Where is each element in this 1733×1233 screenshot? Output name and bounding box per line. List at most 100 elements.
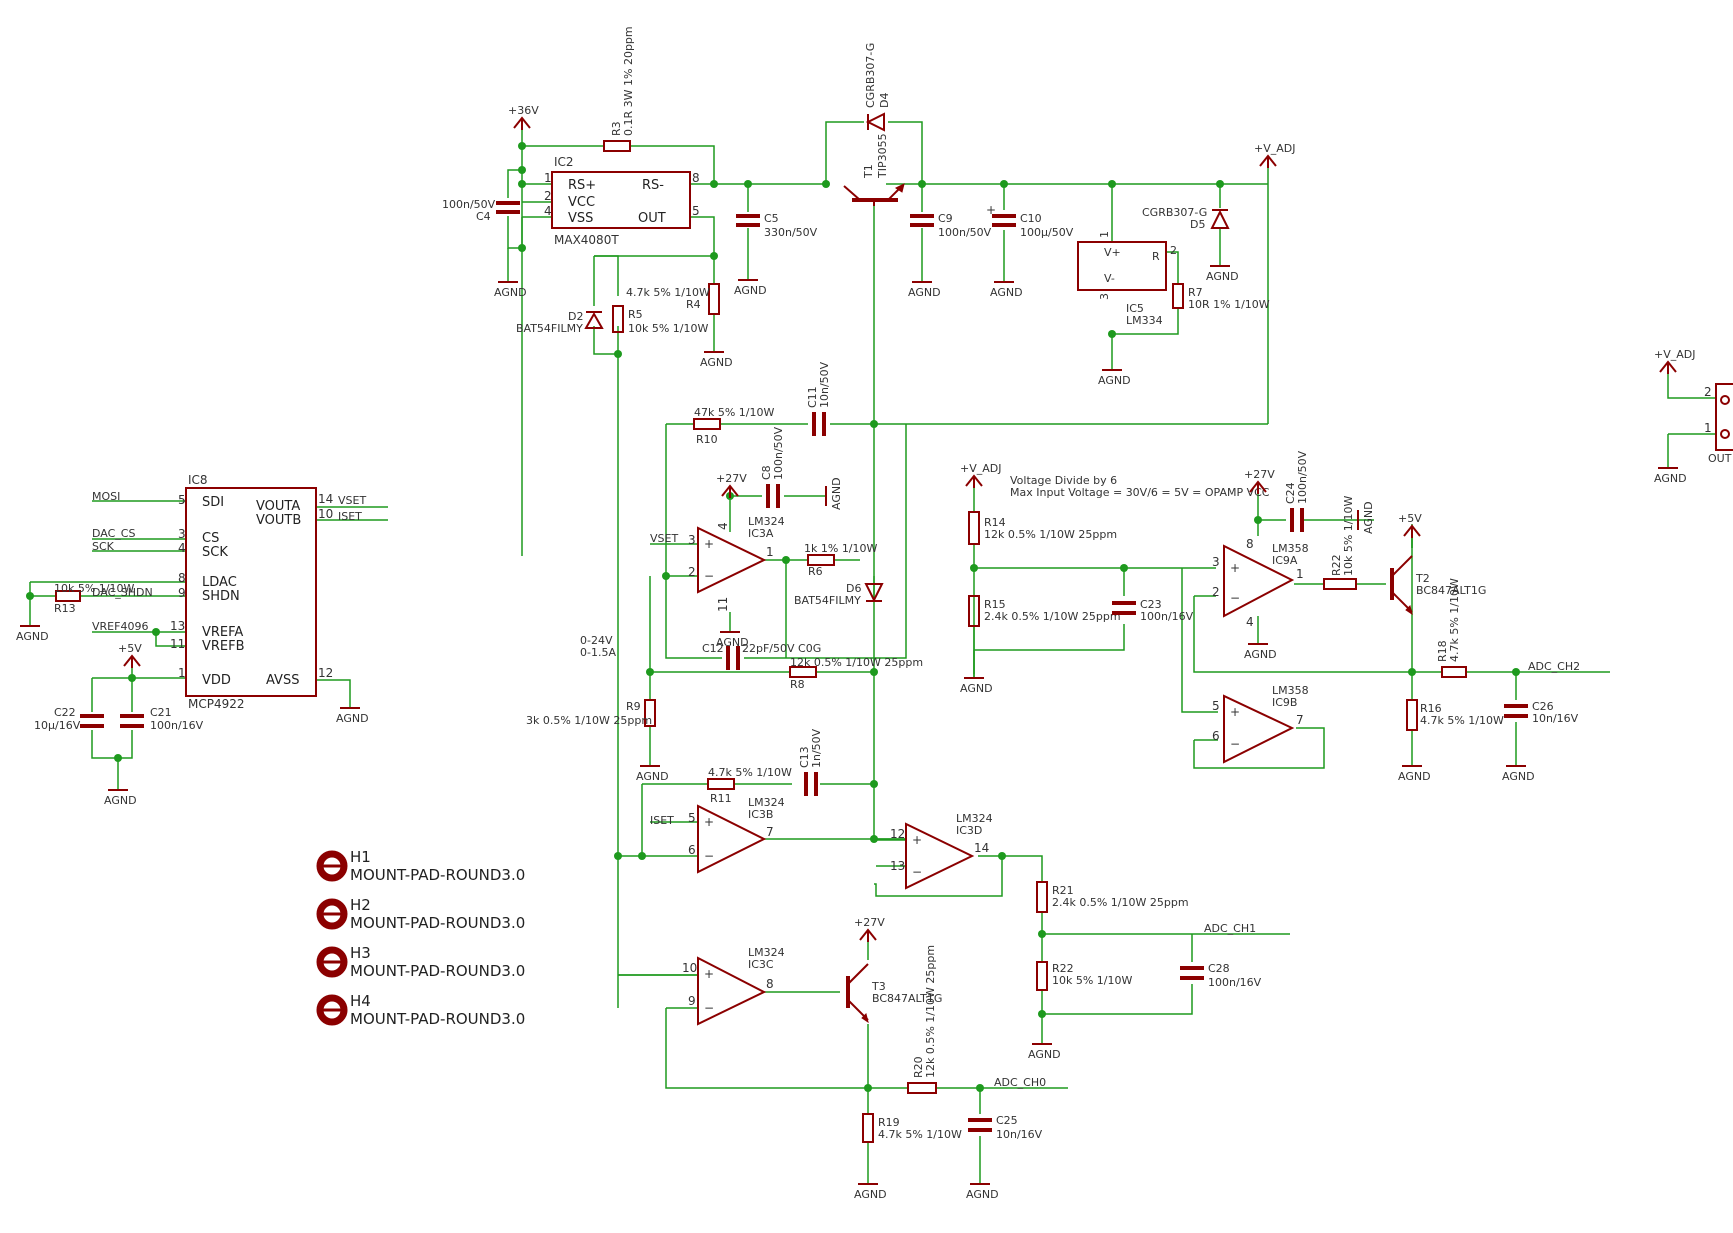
net-dac-cs: DAC_CS: [92, 527, 135, 540]
c5-value: 330n/50V: [764, 226, 818, 239]
ic2-pin-out: OUT: [638, 211, 666, 226]
agnd-symbol: AGND: [104, 789, 137, 807]
svg-text:+: +: [704, 537, 714, 551]
note-range-i: 0-1.5A: [580, 646, 616, 659]
c23-value: 100n/16V: [1140, 610, 1194, 623]
ic8-pin-vrefb: VREFB: [202, 639, 245, 654]
r15-ref: R15: [984, 598, 1006, 611]
agnd-label: AGND: [16, 630, 49, 643]
transistor-t1: T1 TIP3055: [843, 133, 905, 206]
r5-value: 10k 5% 1/10W: [628, 322, 709, 335]
ic8-pin-vouta: VOUTA: [256, 499, 300, 514]
c10-value: 100µ/50V: [1020, 226, 1074, 239]
agnd-symbol: AGND: [854, 1183, 887, 1201]
r21-ref: R22: [1052, 962, 1074, 975]
agnd-symbol: AGND: [336, 707, 369, 725]
resistor-r15: R15 2.4k 0.5% 1/10W 25ppm: [968, 595, 1121, 627]
d2-value: BAT54FILMY: [516, 322, 583, 335]
agnd-symbol: AGND: [825, 477, 843, 510]
ic3c-ref: IC3C: [748, 958, 774, 971]
r15-value: 2.4k 0.5% 1/10W 25ppm: [984, 610, 1121, 623]
ic8-pin-voutb: VOUTB: [256, 513, 301, 528]
c8-ref: C8: [760, 465, 773, 480]
c4-ref: C4: [476, 210, 491, 223]
h1-value: MOUNT-PAD-ROUND3.0: [350, 866, 525, 884]
r19-ref: R20: [912, 1056, 925, 1078]
ic2-pin-num: 8: [692, 171, 700, 185]
r22-value: 10k 5% 1/10W: [1342, 495, 1355, 576]
agnd-label: AGND: [990, 286, 1023, 299]
opamp-ic9a: + − LM358 IC9A 3 2 1 8 4: [1212, 537, 1309, 629]
r17-value: 4.7k 5% 1/10W: [1448, 578, 1461, 662]
opamp-pin-num: 3: [688, 533, 696, 547]
ic5-pin-num: 1: [1098, 231, 1111, 238]
c21-ref: C21: [150, 706, 172, 719]
svg-text:+: +: [1230, 561, 1240, 575]
d4-ref: D4: [878, 93, 891, 108]
opamp-pin-num: 5: [688, 811, 696, 825]
diode-d4: CGRB307-G D4: [864, 43, 891, 132]
r4-value: 4.7k 5% 1/10W: [626, 286, 710, 299]
c24-ref: C24: [1284, 482, 1297, 504]
h2-value: MOUNT-PAD-ROUND3.0: [350, 914, 525, 932]
agnd-symbol: AGND: [908, 281, 941, 299]
diode-d5: CGRB307-G D5: [1142, 206, 1230, 231]
opamp-pin-num: 9: [688, 994, 696, 1008]
r11-ref: R11: [710, 792, 732, 805]
opamp-pin-num: 4: [1246, 615, 1254, 629]
supply-p27-symbol: +27V: [1244, 468, 1275, 494]
ic8-pin-num: 4: [178, 541, 186, 555]
d4-value: CGRB307-G: [864, 43, 877, 108]
agnd-symbol: AGND: [1244, 643, 1277, 661]
opamp-pin-num: 6: [1212, 729, 1220, 743]
agnd-label: AGND: [1098, 374, 1131, 387]
net-adc1: ADC_CH1: [1204, 922, 1256, 935]
c26-ref: C25: [996, 1114, 1018, 1127]
ic5-lm334: V+ V- R 1 3 2 IC5 LM334: [1077, 231, 1177, 327]
resistor-r11: 4.7k 5% 1/10W R11: [707, 766, 792, 805]
h1-ref: H1: [350, 848, 371, 866]
opamp-pin-num: 8: [1246, 537, 1254, 551]
agnd-symbol: AGND: [1398, 765, 1431, 783]
t2-ref: T2: [1415, 572, 1430, 585]
capacitor-c9: C9 100n/50V: [910, 212, 992, 239]
agnd-label: AGND: [1362, 501, 1375, 534]
supply-p5-symbol: +5V: [118, 642, 142, 668]
h2-ref: H2: [350, 896, 371, 914]
ic8-pin-num: 8: [178, 571, 186, 585]
connector-ref: OUT: [1708, 452, 1732, 465]
agnd-label: AGND: [716, 636, 749, 649]
resistor-r9: R9 3k 0.5% 1/10W 25ppm: [526, 699, 656, 727]
r7-ref: R7: [1188, 286, 1203, 299]
opamp-pin-num: 14: [974, 841, 989, 855]
r18-value: 4.7k 5% 1/10W: [878, 1128, 962, 1141]
agnd-symbol: AGND: [990, 281, 1023, 299]
opamp-pin-num: 2: [1212, 585, 1220, 599]
ic8-pin-num: 13: [170, 619, 185, 633]
c4-value: 100n/50V: [442, 198, 496, 211]
ic8-pin-ldac: LDAC: [202, 575, 237, 590]
net-vset-in: VSET: [650, 532, 678, 545]
mount-pads: H1 MOUNT-PAD-ROUND3.0 H2 MOUNT-PAD-ROUND…: [316, 848, 525, 1028]
c13-ref: C13: [798, 746, 811, 768]
capacitor-c4: 100n/50V C4: [442, 198, 520, 223]
capacitor-c8: C8 100n/50V: [760, 426, 785, 508]
ic2-ref: IC2: [554, 155, 574, 169]
r19-value: 12k 0.5% 1/10W 25ppm: [924, 945, 937, 1078]
h3-ref: H3: [350, 944, 371, 962]
ic8-pin-cs: CS: [202, 531, 219, 546]
ic2-pin-vcc: VCC: [568, 195, 595, 210]
agnd-label: AGND: [494, 286, 527, 299]
supply-label: +27V: [716, 472, 747, 485]
r6-value: 1k 1% 1/10W: [804, 542, 878, 555]
d6-value: BAT54FILMY: [794, 594, 861, 607]
agnd-symbol: AGND: [1028, 1043, 1061, 1061]
agnd-symbol: AGND: [700, 351, 733, 369]
r14-ref: R14: [984, 516, 1006, 529]
c25-ref: C26: [1532, 700, 1554, 713]
c11-ref: C11: [806, 386, 819, 408]
r8-value: 12k 0.5% 1/10W 25ppm: [790, 656, 923, 669]
supply-label: +36V: [508, 104, 539, 117]
svg-text:−: −: [704, 569, 714, 583]
svg-text:+: +: [704, 815, 714, 829]
